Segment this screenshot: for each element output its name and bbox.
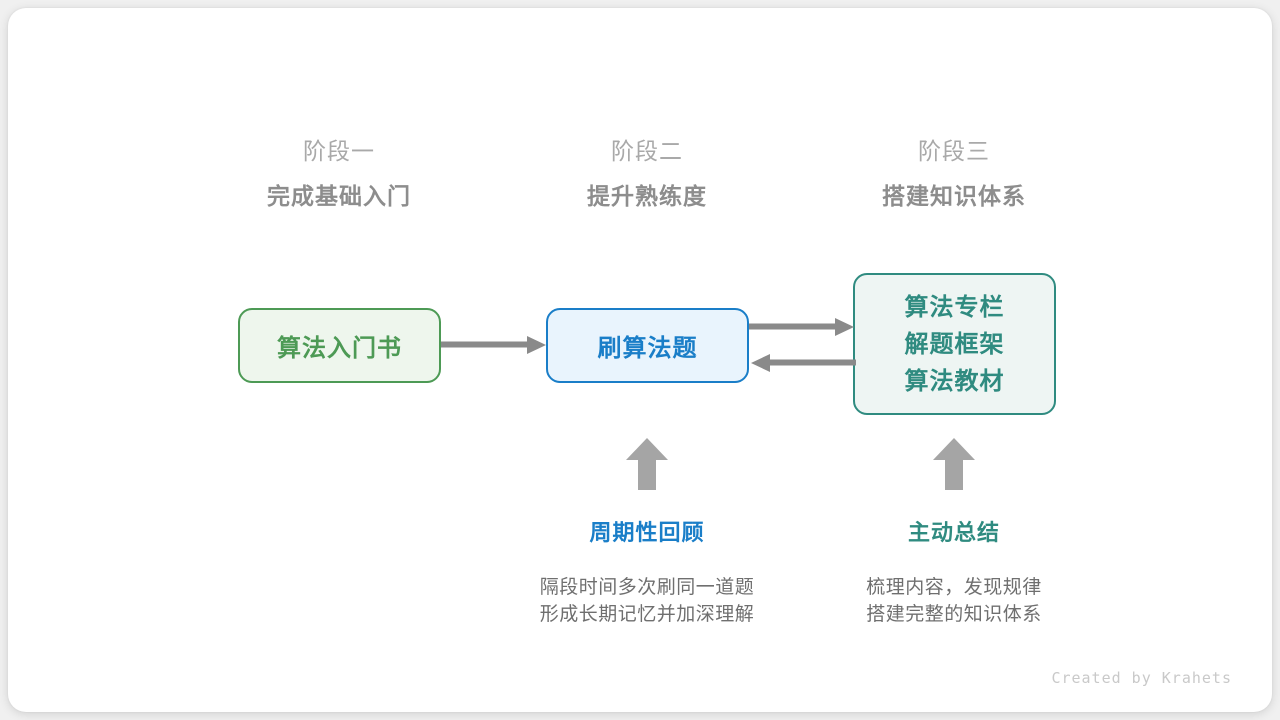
stage-label-2: 阶段二: [611, 138, 683, 164]
node-practice-problems[interactable]: 刷算法题: [546, 308, 749, 383]
diagram-card: 阶段一 完成基础入门 阶段二 提升熟练度 阶段三 搭建知识体系 算法入门书 刷算…: [8, 8, 1272, 712]
annotation-review-desc-2: 形成长期记忆并加深理解: [539, 604, 755, 625]
node-knowledge-resources[interactable]: 算法专栏 解题框架 算法教材: [853, 273, 1056, 415]
node-practice-line-1: 刷算法题: [597, 335, 698, 362]
stage-header-1: 阶段一 完成基础入门: [209, 136, 469, 212]
node-book-line-1: 算法入门书: [277, 335, 402, 362]
stage-label-3: 阶段三: [918, 138, 990, 164]
annotation-active-summary: 主动总结 梳理内容，发现规律 搭建完整的知识体系: [804, 518, 1104, 628]
annotation-summary-title: 主动总结: [907, 520, 1000, 545]
arrow-resources-to-practice-icon: [751, 354, 856, 372]
annotation-summary-desc-2: 搭建完整的知识体系: [866, 604, 1042, 625]
stage-title-3: 搭建知识体系: [882, 183, 1026, 209]
stage-title-2: 提升熟练度: [587, 183, 707, 209]
arrow-up-summary-icon: [933, 438, 975, 490]
node-algorithm-intro-book[interactable]: 算法入门书: [238, 308, 441, 383]
node-resources-line-2: 解题框架: [904, 330, 1005, 358]
annotation-review-desc-1: 隔段时间多次刷同一道题: [539, 577, 755, 598]
stage-label-1: 阶段一: [303, 138, 375, 164]
annotation-periodic-review: 周期性回顾 隔段时间多次刷同一道题 形成长期记忆并加深理解: [497, 518, 797, 628]
node-resources-line-1: 算法专栏: [904, 293, 1005, 321]
annotation-summary-desc-1: 梳理内容，发现规律: [866, 577, 1042, 598]
footer-credit: Created by Krahets: [1051, 669, 1232, 687]
stage-header-2: 阶段二 提升熟练度: [517, 136, 777, 212]
arrow-up-review-icon: [626, 438, 668, 490]
arrow-book-to-practice-icon: [441, 336, 546, 354]
arrow-practice-to-resources-icon: [749, 318, 854, 336]
stage-title-1: 完成基础入门: [267, 183, 411, 209]
annotation-review-title: 周期性回顾: [589, 520, 705, 545]
node-resources-line-3: 算法教材: [904, 367, 1005, 395]
stage-header-3: 阶段三 搭建知识体系: [824, 136, 1084, 212]
